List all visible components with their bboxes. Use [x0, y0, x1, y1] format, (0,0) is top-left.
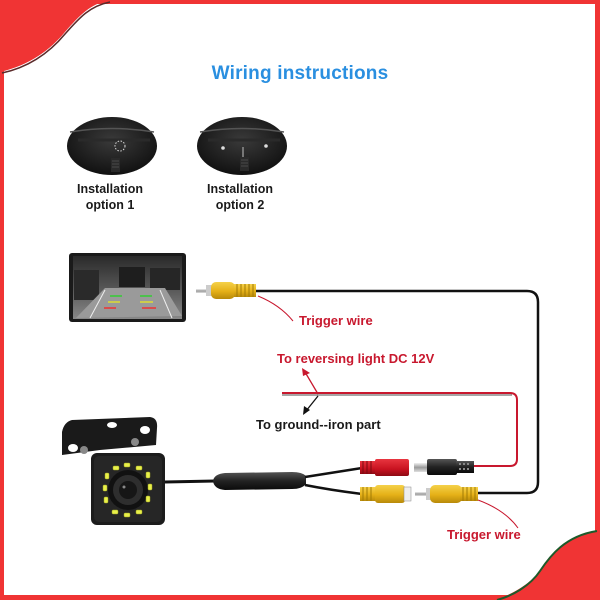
trigger-wire-label-top: Trigger wire [299, 313, 373, 328]
led [103, 496, 109, 504]
ground-label: To ground--iron part [256, 417, 381, 432]
led [145, 471, 151, 479]
installation-option-2-label: Installation option 2 [207, 182, 273, 212]
led [112, 465, 120, 471]
led [145, 495, 151, 503]
camera-image [62, 417, 165, 525]
video-rca-female-connector [360, 485, 412, 503]
video-rca-male-connector [415, 485, 478, 503]
led [147, 483, 153, 491]
reversing-light-label: To reversing light DC 12V [277, 351, 435, 366]
installation-option-2-image [197, 117, 287, 175]
camera-cable [164, 479, 216, 484]
monitor-rca-connector [196, 282, 256, 299]
led [111, 509, 119, 515]
arrow-up-icon [302, 368, 319, 395]
led [123, 462, 131, 468]
cable-splitter [213, 472, 306, 490]
power-rca-female-connector [360, 459, 409, 476]
dc-barrel-connector [414, 459, 474, 475]
corner-wave-bottom-right [495, 530, 600, 600]
led [102, 484, 108, 492]
led [104, 472, 110, 480]
trigger-wire-pointer-bottom [477, 499, 519, 529]
led [135, 465, 143, 471]
video-cable [256, 289, 540, 495]
installation-option-1-label: Installation option 1 [77, 182, 143, 212]
trigger-wire-pointer-top [257, 295, 294, 322]
trigger-wire-label-bottom: Trigger wire [447, 527, 521, 542]
arrow-down-icon [303, 395, 319, 415]
corner-wave-top-left [0, 0, 110, 72]
page-title: Wiring instructions [211, 63, 389, 84]
installation-option-1-image [67, 117, 157, 175]
monitor-image [69, 253, 186, 322]
led [123, 512, 131, 518]
power-cable [282, 392, 518, 467]
led [135, 509, 143, 515]
